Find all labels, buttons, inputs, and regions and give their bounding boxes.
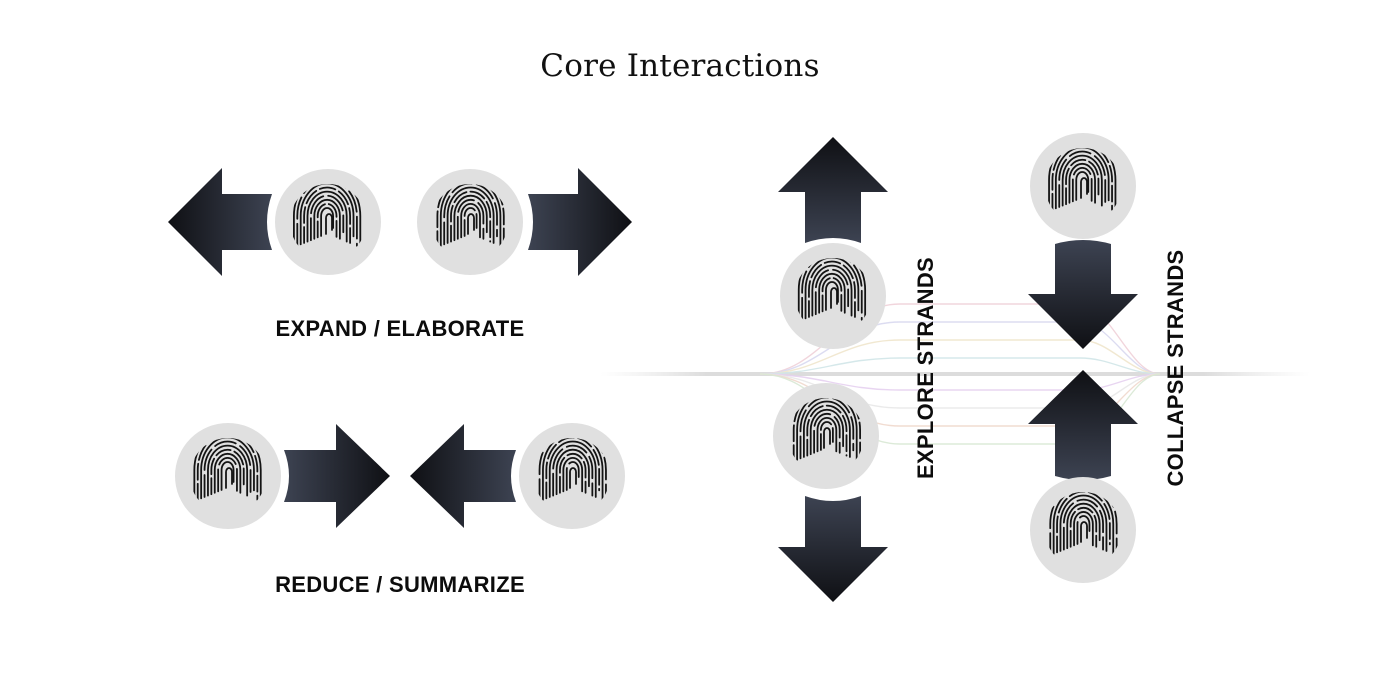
reduce-summarize-label: REDUCE / SUMMARIZE [275, 572, 525, 597]
explore-strands-label: EXPLORE STRANDS [913, 256, 938, 480]
diagram-title: Core Interactions [540, 48, 820, 84]
strand-line [759, 339, 1161, 375]
expand-elaborate-label: EXPAND / ELABORATE [275, 316, 525, 341]
strand-baseline [600, 372, 1310, 376]
fingerprint-icon [773, 383, 879, 489]
fingerprint-icon [175, 423, 281, 529]
strand-line [759, 357, 1161, 375]
fingerprint-icon [417, 169, 523, 275]
fingerprint-icon [519, 423, 625, 529]
arrow-icon [778, 496, 888, 602]
fingerprint-icon [275, 169, 381, 275]
strand-line [759, 321, 1161, 375]
arrow-icon [528, 168, 632, 276]
arrow-icon [284, 424, 390, 528]
arrow-icon [168, 168, 272, 276]
fingerprint-icon [780, 243, 886, 349]
collapse-strands-label: COLLAPSE STRANDS [1163, 249, 1188, 487]
arrow-icon [1028, 370, 1138, 480]
arrow-icon [410, 424, 516, 528]
arrow-icon [778, 137, 888, 243]
strand-line [759, 373, 1161, 391]
fingerprint-icon [1030, 133, 1136, 239]
fingerprint-icon [1030, 477, 1136, 583]
strand-lines [600, 303, 1310, 445]
arrow-icon [1028, 240, 1138, 349]
